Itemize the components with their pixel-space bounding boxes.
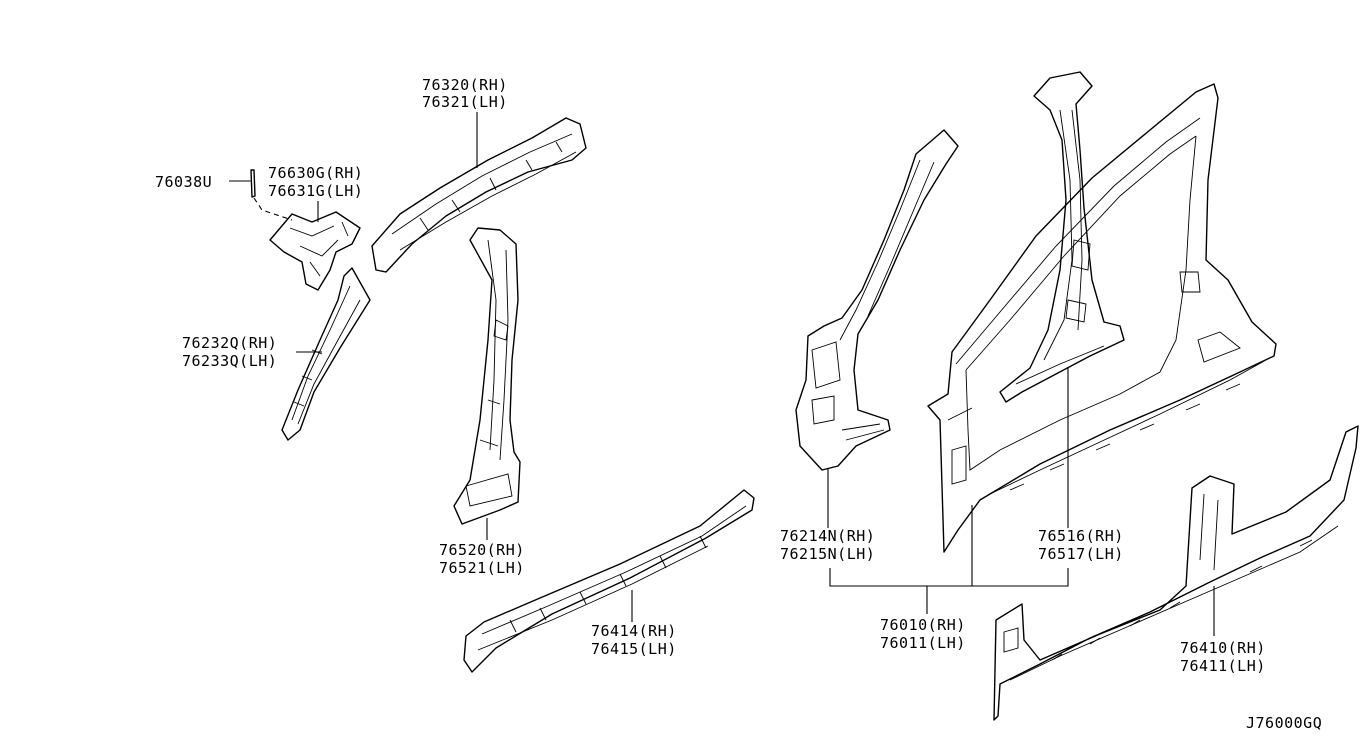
callout-76631g-lh: 76631G(LH): [268, 182, 363, 200]
callout-76411-lh: 76411(LH): [1180, 657, 1266, 675]
part-76038u-clip[interactable]: [229, 169, 256, 198]
part-76320-roof-rail[interactable]: [371, 112, 587, 273]
part-76232q-pillar-reinf[interactable]: [281, 267, 371, 441]
callout-76010-rh: 76010(RH): [880, 616, 966, 634]
part-76010-body-side-outer[interactable]: [927, 83, 1277, 553]
callout-76521-lh: 76521(LH): [439, 559, 525, 577]
callout-76214n-rh: 76214N(RH): [780, 527, 875, 545]
callout-76011-lh: 76011(LH): [880, 634, 966, 652]
callout-76410-rh: 76410(RH): [1180, 639, 1266, 657]
callout-76215n-lh: 76215N(LH): [780, 545, 875, 563]
part-76214n-front-pillar[interactable]: [795, 129, 959, 528]
callout-76320-rh: 76320(RH): [422, 76, 508, 94]
callout-76414-rh: 76414(RH): [591, 622, 677, 640]
callout-76038u: 76038U: [155, 173, 212, 191]
callout-76415-lh: 76415(LH): [591, 640, 677, 658]
callout-76321-lh: 76321(LH): [422, 93, 508, 111]
part-76630g-bracket[interactable]: [269, 201, 361, 291]
callout-76630g-rh: 76630G(RH): [268, 164, 363, 182]
callout-76517-lh: 76517(LH): [1038, 545, 1124, 563]
callout-76233q-lh: 76233Q(LH): [182, 352, 277, 370]
diagram-code: J76000GQ: [1246, 714, 1322, 732]
part-76010-connector: [829, 505, 1069, 614]
part-76038u-leader-dashed: [253, 197, 293, 221]
part-76520-center-pillar[interactable]: [453, 227, 521, 540]
callout-76232q-rh: 76232Q(RH): [182, 334, 277, 352]
part-76410-sill-outer[interactable]: [993, 425, 1359, 721]
part-76516-inner-pillar[interactable]: [999, 71, 1125, 528]
callout-76520-rh: 76520(RH): [439, 541, 525, 559]
callout-76516-rh: 76516(RH): [1038, 527, 1124, 545]
part-76414-sill-inner[interactable]: [463, 489, 755, 673]
